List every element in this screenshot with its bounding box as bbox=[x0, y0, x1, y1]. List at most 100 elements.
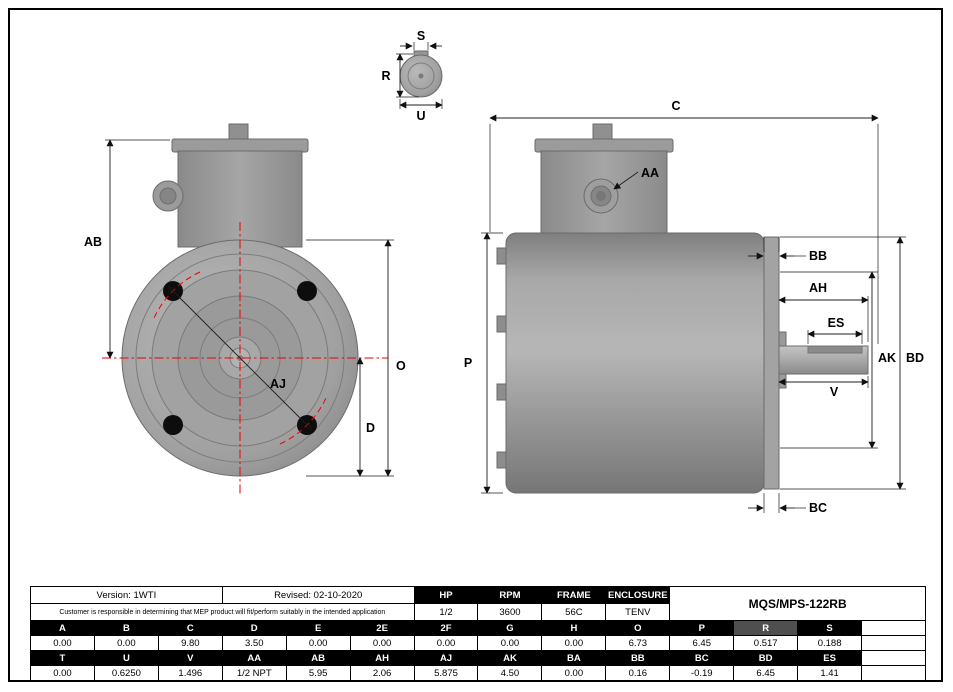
dim-value: 0.517 bbox=[734, 636, 799, 651]
dim-value: 1/2 NPT bbox=[222, 666, 287, 681]
model-number: MQS/MPS-122RB bbox=[670, 587, 926, 621]
dim-value: 6.45 bbox=[734, 666, 799, 681]
d-dimension: D bbox=[356, 357, 375, 477]
dim-header: BA bbox=[542, 651, 607, 666]
dim-label-es: ES bbox=[828, 316, 845, 330]
spec-header-enclosure: ENCLOSURE bbox=[606, 587, 671, 604]
dim-label-v: V bbox=[830, 385, 839, 399]
dim-value: -0.19 bbox=[670, 666, 735, 681]
conduit-box bbox=[177, 150, 303, 248]
dim-header: G bbox=[478, 621, 543, 636]
dim-value: 0.00 bbox=[542, 666, 607, 681]
dim-header: AA bbox=[222, 651, 287, 666]
u-dimension: U bbox=[399, 99, 443, 123]
top-shaft-view: S R U bbox=[381, 29, 443, 123]
dim-label-ab: AB bbox=[84, 235, 102, 249]
spec-header-rpm: RPM bbox=[478, 587, 543, 604]
motor-body bbox=[505, 232, 765, 494]
dim-header: ES bbox=[798, 651, 863, 666]
dim-header: U bbox=[94, 651, 159, 666]
dim-header: D bbox=[222, 621, 287, 636]
dim-value: 0.6250 bbox=[94, 666, 159, 681]
disclaimer: Customer is responsible in determining t… bbox=[31, 604, 415, 621]
dim-header: AK bbox=[478, 651, 543, 666]
dim-value: 0.188 bbox=[798, 636, 863, 651]
dim-header: BC bbox=[670, 651, 735, 666]
dim-label-p: P bbox=[464, 356, 472, 370]
dim-value: 0.00 bbox=[31, 636, 95, 651]
bd-dimension: BD bbox=[780, 236, 924, 490]
conduit-box-cap bbox=[171, 138, 309, 153]
dim-header-blank bbox=[862, 621, 926, 636]
dim-value: 0.00 bbox=[542, 636, 607, 651]
bb-dimension: BB bbox=[748, 237, 827, 263]
dim-value: 5.875 bbox=[414, 666, 479, 681]
dim-label-u: U bbox=[416, 109, 425, 123]
dim-header: T bbox=[31, 651, 95, 666]
aa-callout: AA bbox=[613, 166, 659, 190]
c-dimension: C bbox=[489, 99, 879, 344]
v-dimension: V bbox=[778, 376, 869, 399]
bolt-hole bbox=[297, 281, 317, 301]
dim-label-aa: AA bbox=[641, 166, 659, 180]
dim-label-ah: AH bbox=[809, 281, 827, 295]
dim-label-ak: AK bbox=[878, 351, 896, 365]
dim-header: BB bbox=[606, 651, 671, 666]
dim-value: 4.50 bbox=[478, 666, 543, 681]
dim-value: 0.00 bbox=[31, 666, 95, 681]
dim-header: AH bbox=[350, 651, 415, 666]
c-face-flange bbox=[763, 236, 780, 490]
dim-header: B bbox=[94, 621, 159, 636]
ab-dimension: AB bbox=[84, 139, 170, 359]
o-dimension: O bbox=[306, 239, 406, 477]
ah-dimension: AH bbox=[778, 281, 869, 342]
conduit-nipple bbox=[592, 123, 613, 141]
dim-header: C bbox=[158, 621, 223, 636]
dim-label-s: S bbox=[417, 29, 425, 43]
spec-value-hp: 1/2 bbox=[414, 604, 479, 621]
dim-value: 5.95 bbox=[286, 666, 351, 681]
ak-dimension: AK bbox=[780, 271, 896, 449]
dim-value: 0.00 bbox=[286, 636, 351, 651]
dim-label-bb: BB bbox=[809, 249, 827, 263]
dim-value: 0.00 bbox=[414, 636, 479, 651]
dim-header: H bbox=[542, 621, 607, 636]
dim-header: AB bbox=[286, 651, 351, 666]
dim-header: 2F bbox=[414, 621, 479, 636]
revised-cell: Revised: 02-10-2020 bbox=[222, 587, 415, 604]
side-view: C P AA BB AH ES bbox=[464, 99, 924, 515]
front-view: AJ AB O D bbox=[84, 123, 406, 496]
title-block-table: Version: 1WTI Revised: 02-10-2020 H P RPM… bbox=[30, 586, 926, 681]
dim-value: 6.45 bbox=[670, 636, 735, 651]
spec-value-rpm: 3600 bbox=[478, 604, 543, 621]
dim-value: 3.50 bbox=[222, 636, 287, 651]
dim-value: 0.00 bbox=[478, 636, 543, 651]
dim-header: 2E bbox=[350, 621, 415, 636]
dim-value bbox=[862, 666, 926, 681]
conduit-nipple bbox=[228, 123, 249, 141]
spec-value-enclosure: TENV bbox=[606, 604, 671, 621]
version-cell: Version: 1WTI bbox=[31, 587, 223, 604]
dim-header: P bbox=[670, 621, 735, 636]
dim-header: S bbox=[798, 621, 863, 636]
dim-value: 0.16 bbox=[606, 666, 671, 681]
dim-value: 9.80 bbox=[158, 636, 223, 651]
dim-label-bd: BD bbox=[906, 351, 924, 365]
dim-header-blank bbox=[862, 651, 926, 666]
dim-label-c: C bbox=[671, 99, 680, 113]
bolt-hole bbox=[163, 415, 183, 435]
es-dimension: ES bbox=[807, 316, 863, 344]
aj-dimension: AJ bbox=[167, 285, 313, 431]
dim-value: 2.06 bbox=[350, 666, 415, 681]
dim-value: 1.496 bbox=[158, 666, 223, 681]
dim-header: R bbox=[734, 621, 799, 636]
dim-header: AJ bbox=[414, 651, 479, 666]
dim-header: V bbox=[158, 651, 223, 666]
dim-value: 1.41 bbox=[798, 666, 863, 681]
keyway bbox=[807, 345, 863, 354]
dim-header: O bbox=[606, 621, 671, 636]
spec-header-frame: FRAME bbox=[542, 587, 607, 604]
dim-header: A bbox=[31, 621, 95, 636]
dim-value bbox=[862, 636, 926, 651]
motor-dimension-drawing: S R U bbox=[84, 29, 924, 515]
